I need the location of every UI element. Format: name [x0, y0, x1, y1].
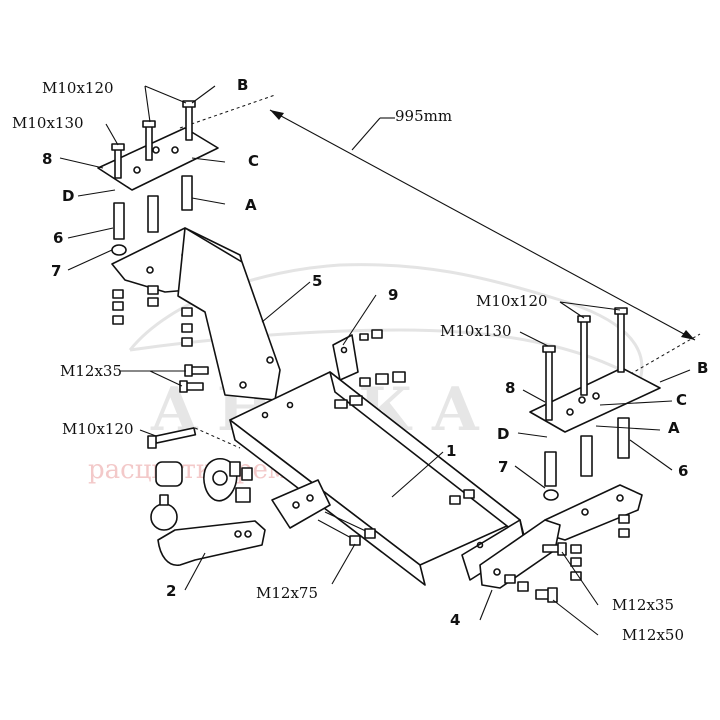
label-m12x75: M12x75 [256, 584, 318, 602]
left-spacers [113, 175, 193, 240]
right-m12-bolts [504, 542, 567, 603]
right-nuts [570, 514, 630, 581]
part-9-plate [332, 329, 406, 387]
label-m10x120-top: M10x120 [42, 79, 114, 97]
label-7-left: 7 [51, 262, 61, 280]
label-6-right: 6 [678, 462, 688, 480]
callout-labels: M10x120 B M10x130 8 C D A 6 7 5 9 M12x35… [12, 76, 708, 644]
right-spacers [544, 417, 630, 487]
label-b-left: B [237, 76, 248, 94]
m12x75-bolts [317, 511, 376, 546]
leader-lines [59, 85, 691, 636]
label-a-right: A [668, 419, 680, 437]
part-2-tow-ball [150, 461, 266, 566]
label-c-right: C [676, 391, 687, 409]
right-bolts [542, 307, 628, 421]
label-8-right: 8 [505, 379, 515, 397]
label-9: 9 [388, 286, 398, 304]
label-m12x50: M12x50 [622, 626, 684, 644]
label-m12x35-right: M12x35 [612, 596, 674, 614]
label-d-right: D [497, 425, 509, 443]
tow-ball [150, 503, 178, 531]
ball-cover [155, 461, 183, 487]
label-7-right: 7 [498, 458, 508, 476]
label-d-left: D [62, 187, 74, 205]
right-mounting-plate-assembly [529, 307, 661, 581]
socket-bracket [203, 457, 331, 529]
label-m10x120-ball: M10x120 [62, 420, 134, 438]
label-b-right: B [697, 359, 708, 377]
label-4: 4 [450, 611, 460, 629]
label-5: 5 [312, 272, 322, 290]
tow-tongue [157, 520, 266, 566]
label-2: 2 [166, 582, 176, 600]
left-nuts [112, 285, 193, 347]
dimension-arrowhead-left [270, 110, 284, 120]
ball-bolt-m10x120 [147, 427, 241, 449]
label-m10x130-right: M10x130 [440, 322, 512, 340]
label-m10x130-left: M10x130 [12, 114, 84, 132]
dimension-arrowhead-right [681, 330, 695, 340]
label-6-left: 6 [53, 229, 63, 247]
part-5-side-bracket [177, 227, 281, 401]
right-upper-plate [529, 367, 661, 433]
crossbar-hardware [334, 395, 475, 505]
label-a-left: A [245, 196, 257, 214]
label-m10x120-right: M10x120 [476, 292, 548, 310]
dimension-label: 995mm [395, 107, 452, 125]
label-m12x35-left: M12x35 [60, 362, 122, 380]
left-upper-plate [97, 127, 219, 191]
label-c-left: C [248, 152, 259, 170]
label-1: 1 [446, 442, 456, 460]
label-8-left: 8 [42, 150, 52, 168]
left-m12x35-bolts [179, 364, 209, 393]
dimension-995mm: 995mm [179, 94, 701, 381]
